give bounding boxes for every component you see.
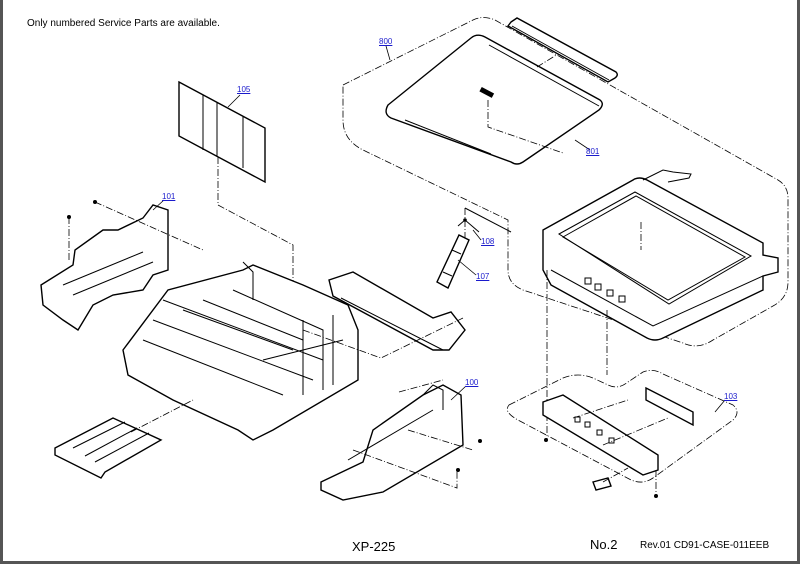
housing-right [320, 384, 464, 501]
paper-guide-bar [328, 271, 466, 351]
callout-101[interactable]: 101 [162, 192, 176, 201]
callout-103[interactable]: 103 [724, 392, 738, 401]
callout-801[interactable]: 801 [586, 147, 600, 156]
scanner-unit [542, 177, 779, 341]
button-sheet [592, 477, 612, 491]
panel-board [645, 386, 694, 427]
callout-100[interactable]: 100 [465, 378, 479, 387]
callout-800[interactable]: 800 [379, 37, 393, 46]
group-outline-103 [506, 370, 738, 483]
epson-logo-mark [479, 86, 495, 98]
document-cover [385, 34, 603, 165]
group-outline-800 [342, 17, 789, 347]
model-name: XP-225 [352, 539, 396, 554]
cover-mat-strip [506, 17, 618, 83]
output-tray [54, 417, 163, 479]
callout-105[interactable]: 105 [237, 85, 251, 94]
paper-support [178, 80, 266, 184]
availability-notice: Only numbered Service Parts are availabl… [27, 18, 220, 29]
page-number: No.2 [590, 537, 618, 552]
callout-107[interactable]: 107 [476, 272, 490, 281]
exploded-parts-diagram [40, 17, 789, 501]
scanner-hinge-part [436, 234, 470, 289]
callout-108[interactable]: 108 [481, 237, 495, 246]
revision-code: Rev.01 CD91-CASE-011EEB [640, 540, 770, 551]
